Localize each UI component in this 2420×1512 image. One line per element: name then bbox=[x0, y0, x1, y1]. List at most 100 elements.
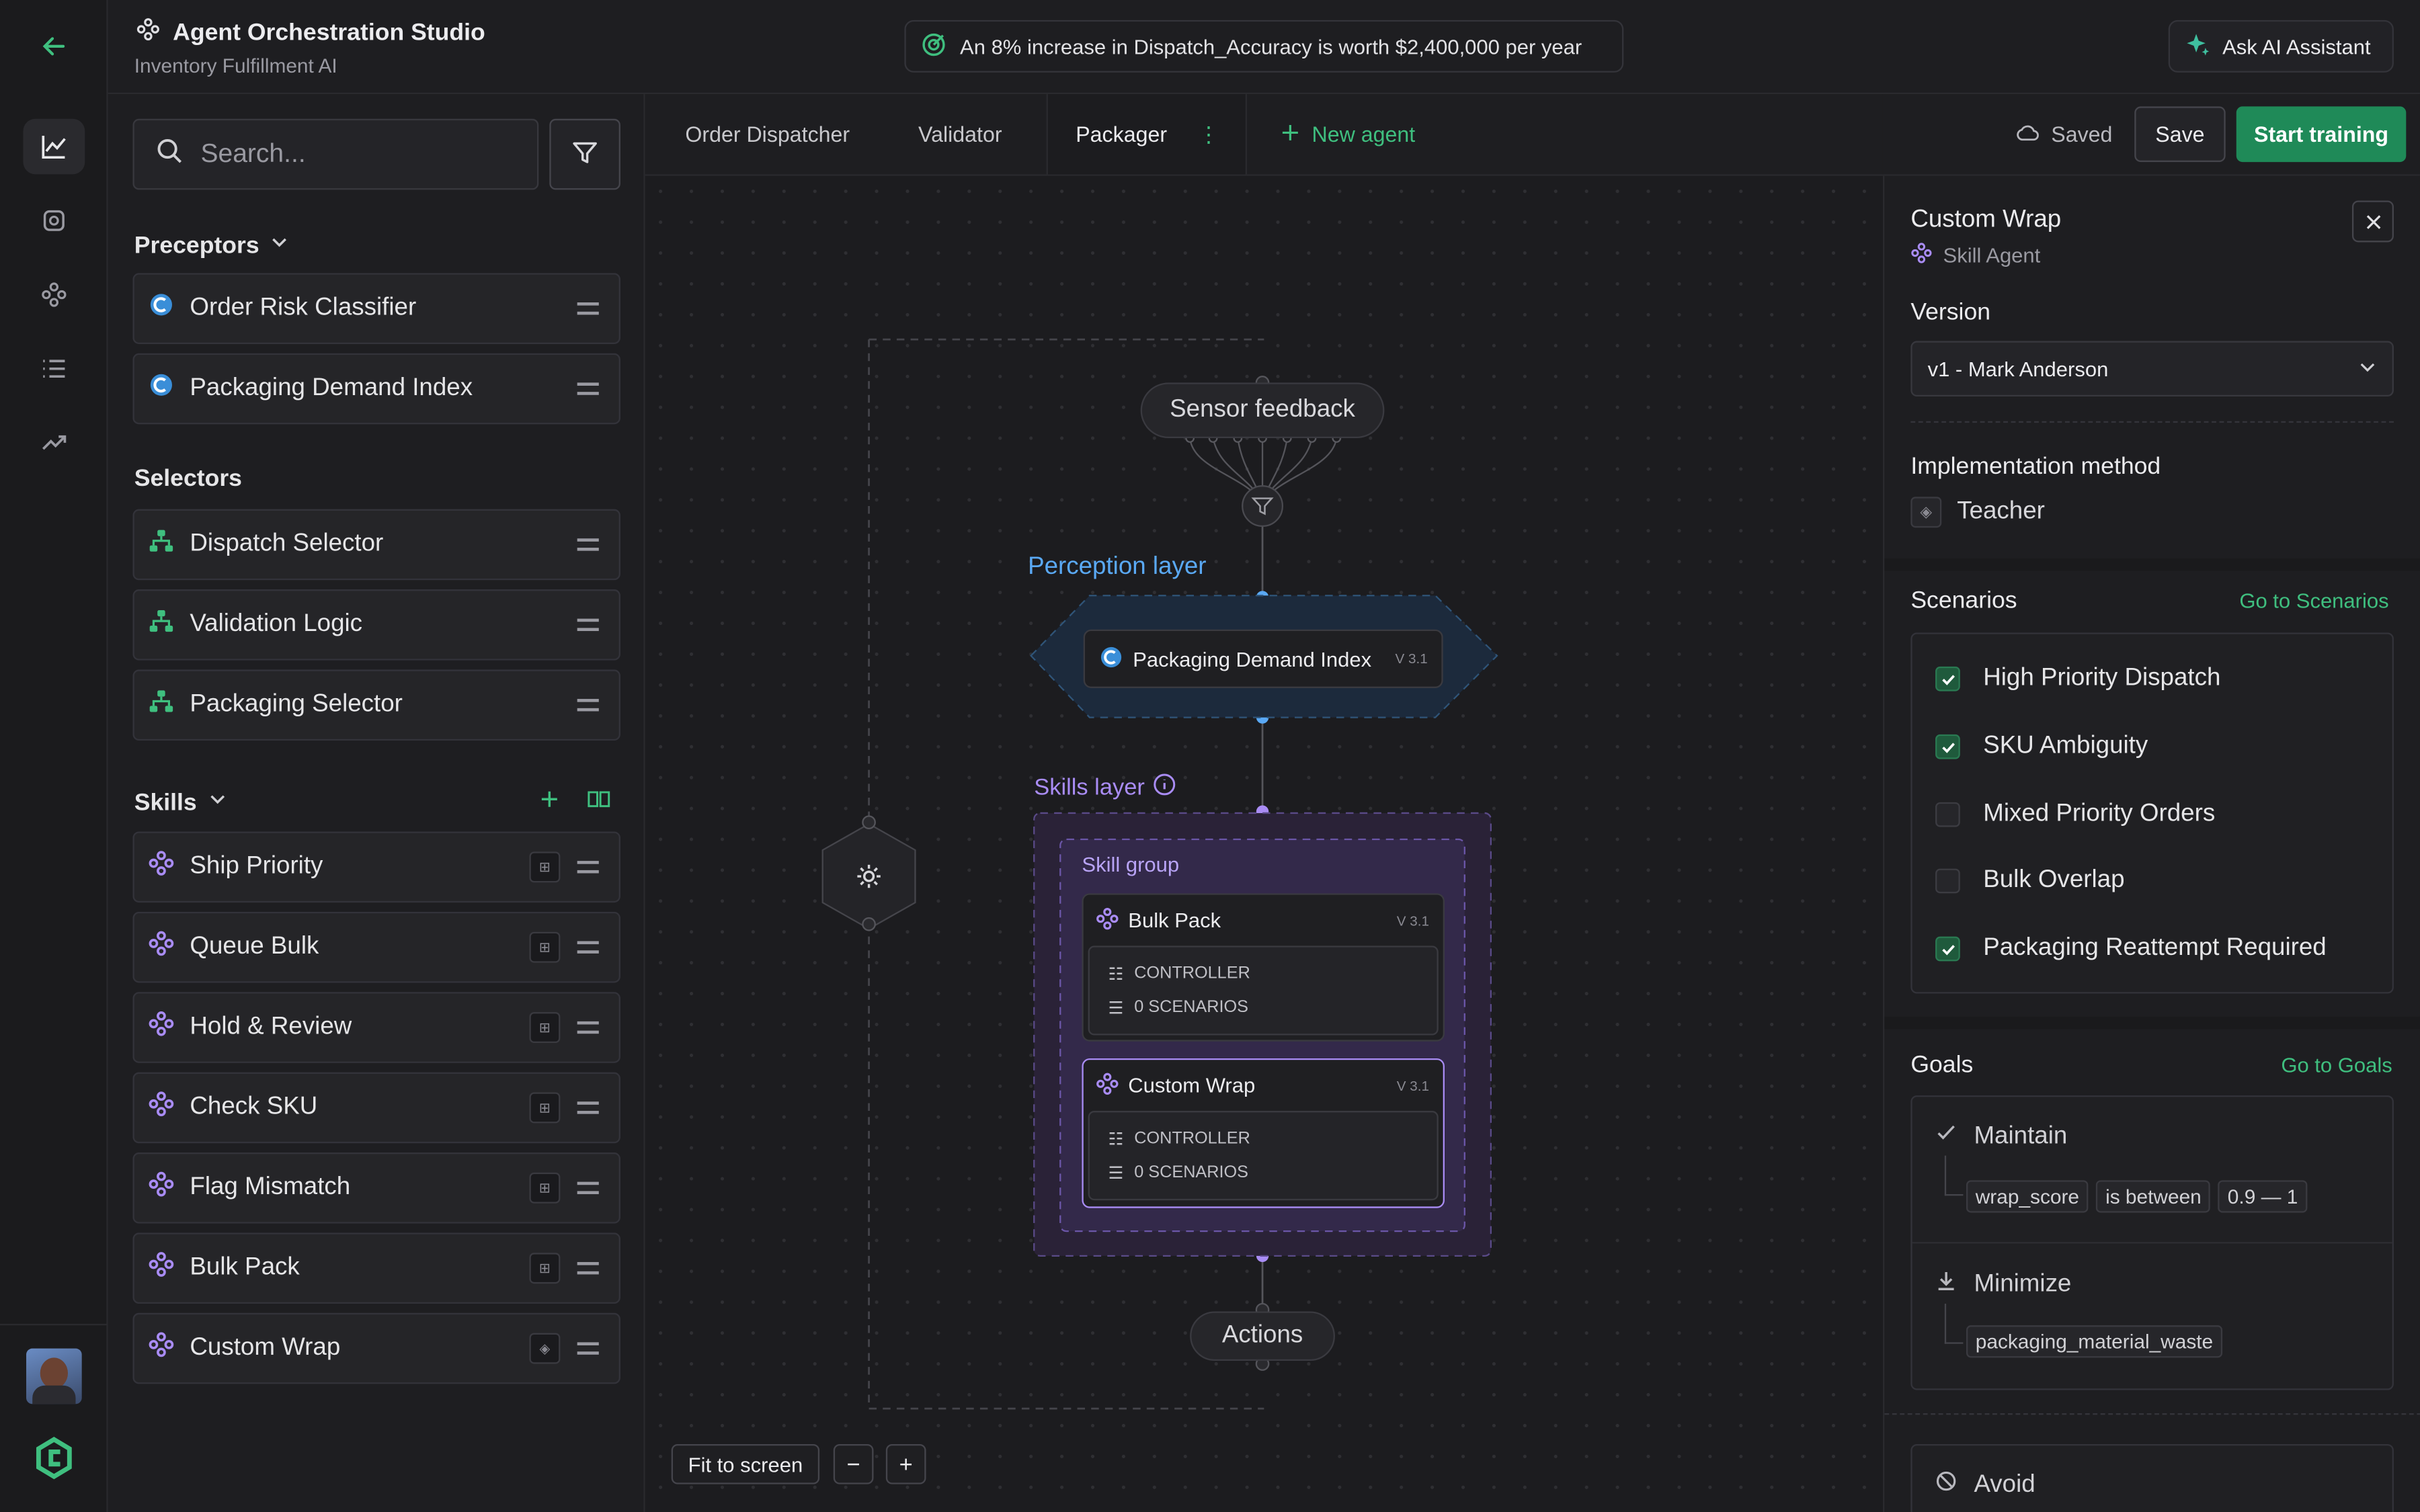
new-agent-button[interactable]: New agent bbox=[1281, 94, 1415, 174]
skills-header[interactable]: Skills bbox=[134, 788, 228, 818]
skill-item[interactable]: Ship Priority ⊞ bbox=[132, 831, 620, 903]
zoom-out-label: − bbox=[846, 1451, 860, 1478]
impl-method[interactable]: ◈ Teacher bbox=[1910, 497, 2045, 528]
save-button[interactable]: Save bbox=[2134, 106, 2226, 163]
checkbox-unchecked-icon[interactable] bbox=[1935, 802, 1960, 827]
scenarios-count: 0 SCENARIOS bbox=[1134, 998, 1249, 1017]
tree-connector bbox=[1944, 1304, 1964, 1344]
avatar[interactable] bbox=[26, 1348, 82, 1404]
skill-item[interactable]: Bulk Pack ⊞ bbox=[132, 1232, 620, 1304]
scenario-item[interactable]: Mixed Priority Orders bbox=[1935, 801, 2215, 829]
search-icon bbox=[156, 136, 184, 172]
drag-handle-icon[interactable] bbox=[573, 1182, 604, 1194]
controller-icon: ⊞ bbox=[529, 1092, 561, 1124]
filter-button[interactable] bbox=[549, 118, 620, 190]
goal-type-label: Avoid bbox=[1974, 1471, 2035, 1498]
preceptor-label: Order Risk Classifier bbox=[190, 294, 417, 321]
close-button[interactable] bbox=[2351, 200, 2394, 243]
scenarios-row: ☰0 SCENARIOS bbox=[1108, 987, 1437, 1027]
skill-node-bulk-pack[interactable]: Bulk Pack V 3.1 ☷CONTROLLER ☰0 SCENARIOS bbox=[1082, 893, 1445, 1042]
skill-item[interactable]: Flag Mismatch ⊞ bbox=[132, 1152, 620, 1224]
version-value: v1 - Mark Anderson bbox=[1927, 357, 2109, 380]
drag-handle-icon[interactable] bbox=[573, 383, 604, 394]
perception-node[interactable]: Packaging Demand Index V 3.1 bbox=[1083, 629, 1443, 688]
agent-icon[interactable] bbox=[23, 267, 85, 323]
checkbox-unchecked-icon[interactable] bbox=[1935, 868, 1960, 894]
ask-ai-button[interactable]: Ask AI Assistant bbox=[2168, 19, 2394, 73]
drag-handle-icon[interactable] bbox=[573, 619, 604, 631]
scenario-item[interactable]: SKU Ambiguity bbox=[1935, 733, 2148, 761]
scenario-item[interactable]: High Priority Dispatch bbox=[1935, 665, 2220, 693]
scenarios-label: Scenarios bbox=[1910, 587, 2017, 614]
settings-node-icon[interactable] bbox=[854, 861, 885, 896]
back-arrow-icon[interactable] bbox=[23, 19, 85, 75]
goal-avoid[interactable]: Avoid bbox=[1910, 1443, 2394, 1512]
drag-handle-icon[interactable] bbox=[573, 1262, 604, 1274]
drag-handle-icon[interactable] bbox=[573, 941, 604, 953]
drag-handle-icon[interactable] bbox=[573, 302, 604, 314]
actions-node[interactable]: Actions bbox=[1190, 1311, 1335, 1361]
library-sidebar: Search... Preceptors Order Risk Classifi… bbox=[108, 94, 645, 1512]
drag-handle-icon[interactable] bbox=[573, 1102, 604, 1114]
drag-handle-icon[interactable] bbox=[573, 1021, 604, 1034]
start-training-button[interactable]: Start training bbox=[2236, 106, 2407, 163]
trend-icon[interactable] bbox=[23, 415, 85, 471]
goal-condition: wrap_score is between 0.9 — 1 bbox=[1966, 1180, 2308, 1213]
drag-handle-icon[interactable] bbox=[573, 699, 604, 711]
version-select[interactable]: v1 - Mark Anderson bbox=[1910, 341, 2394, 397]
selector-item[interactable]: Packaging Selector bbox=[132, 669, 620, 741]
tab-order-dispatcher[interactable]: Order Dispatcher bbox=[685, 94, 850, 174]
drag-handle-icon[interactable] bbox=[573, 539, 604, 550]
preceptor-item[interactable]: Order Risk Classifier bbox=[132, 273, 620, 344]
fit-to-screen-button[interactable]: Fit to screen bbox=[671, 1443, 820, 1484]
skill-label: Bulk Pack bbox=[190, 1254, 300, 1281]
agent-tabs: Order Dispatcher Validator Packager ⋮ Ne… bbox=[645, 94, 1883, 176]
chart-line-icon[interactable] bbox=[23, 118, 85, 175]
banner-text: An 8% increase in Dispatch_Accuracy is w… bbox=[960, 34, 1582, 58]
teacher-icon: ◈ bbox=[1910, 497, 1942, 528]
checkbox-checked-icon[interactable] bbox=[1935, 734, 1960, 759]
scenario-item[interactable]: Bulk Overlap bbox=[1935, 867, 2125, 894]
drag-handle-icon[interactable] bbox=[573, 1343, 604, 1354]
tab-label: Validator bbox=[918, 122, 1002, 147]
checkbox-checked-icon[interactable] bbox=[1935, 936, 1960, 962]
zoom-in-button[interactable]: + bbox=[885, 1443, 926, 1484]
kebab-menu-icon[interactable]: ⋮ bbox=[1197, 121, 1220, 146]
goal-minimize[interactable]: Minimize bbox=[1935, 1270, 2071, 1300]
book-icon[interactable] bbox=[586, 788, 611, 814]
goal-maintain[interactable]: Maintain bbox=[1935, 1122, 2067, 1151]
scenario-item[interactable]: Packaging Reattempt Required bbox=[1935, 935, 2327, 962]
database-icon[interactable] bbox=[23, 193, 85, 249]
divider bbox=[1912, 1242, 2392, 1244]
skill-item[interactable]: Custom Wrap ◈ bbox=[132, 1312, 620, 1384]
skill-icon bbox=[148, 1011, 174, 1045]
sparkle-icon bbox=[2185, 32, 2210, 61]
drag-handle-icon[interactable] bbox=[573, 862, 604, 873]
scenarios-count: 0 SCENARIOS bbox=[1134, 1163, 1249, 1182]
brand-logo-icon bbox=[31, 1435, 77, 1486]
go-to-scenarios-link[interactable]: Go to Scenarios bbox=[2239, 589, 2389, 613]
skill-item[interactable]: Queue Bulk ⊞ bbox=[132, 911, 620, 983]
skill-item[interactable]: Check SKU ⊞ bbox=[132, 1072, 620, 1144]
goal-condition: packaging_material_waste bbox=[1966, 1325, 2222, 1358]
selector-item[interactable]: Validation Logic bbox=[132, 589, 620, 661]
add-skill-icon[interactable] bbox=[538, 788, 560, 814]
skill-node-custom-wrap[interactable]: Custom Wrap V 3.1 ☷CONTROLLER ☰0 SCENARI… bbox=[1082, 1058, 1445, 1208]
skill-item[interactable]: Hold & Review ⊞ bbox=[132, 992, 620, 1063]
search-input[interactable]: Search... bbox=[132, 118, 539, 190]
tab-validator[interactable]: Validator bbox=[918, 94, 1002, 174]
preceptor-item[interactable]: Packaging Demand Index bbox=[132, 353, 620, 425]
flow-canvas[interactable]: Sensor feedback Perception layer Packagi… bbox=[645, 175, 1883, 1512]
start-training-label: Start training bbox=[2254, 122, 2389, 147]
checkbox-checked-icon[interactable] bbox=[1935, 666, 1960, 691]
info-icon[interactable] bbox=[1152, 773, 1175, 802]
tab-packager[interactable]: Packager ⋮ bbox=[1046, 94, 1248, 175]
selector-item[interactable]: Dispatch Selector bbox=[132, 509, 620, 581]
list-icon[interactable] bbox=[23, 341, 85, 396]
panel-type: Skill Agent bbox=[1910, 242, 2040, 268]
preceptors-header[interactable]: Preceptors bbox=[134, 231, 290, 261]
sensor-feedback-node[interactable]: Sensor feedback bbox=[1140, 382, 1385, 439]
zoom-out-button[interactable]: − bbox=[833, 1443, 874, 1484]
go-to-goals-link[interactable]: Go to Goals bbox=[2281, 1054, 2392, 1077]
skill-icon bbox=[148, 1251, 174, 1286]
